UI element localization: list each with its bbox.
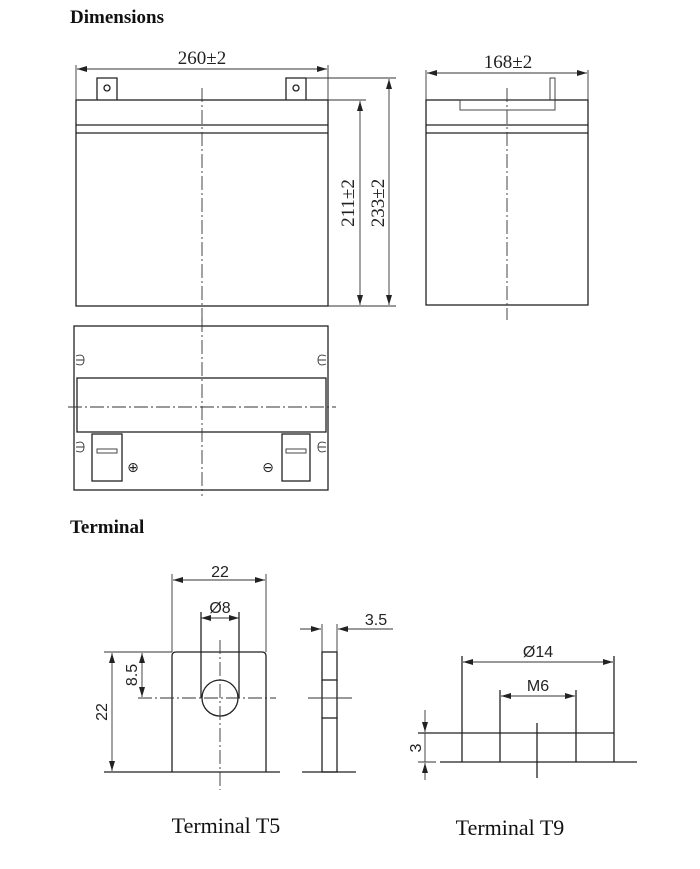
positive-terminal: [91, 433, 123, 482]
corner-mark: [317, 441, 327, 453]
t5-hole-diameter-dimension: Ø8: [209, 600, 230, 617]
t5-height-dimension: 22: [94, 703, 111, 721]
container-height-dimension: 211±2: [338, 179, 359, 227]
front-view: 260±2 211±2 233±2: [75, 48, 396, 322]
terminal-left: [96, 77, 118, 100]
negative-terminal: [281, 433, 311, 482]
corner-mark: [317, 354, 327, 366]
corner-mark: [75, 354, 85, 366]
terminal-t5-drawing: 22 Ø8 22 8.5 3.5: [94, 564, 393, 790]
terminal-t5-caption: Terminal T5: [172, 813, 281, 838]
terminal-t9-caption: Terminal T9: [456, 815, 565, 840]
total-height-dimension: 233±2: [368, 179, 389, 227]
t9-thread-dimension: M6: [527, 678, 549, 695]
side-view: 168±2: [425, 52, 589, 320]
t9-diameter-dimension: Ø14: [523, 644, 553, 661]
corner-mark: [75, 441, 85, 453]
top-view: ⊕ ⊖: [68, 318, 336, 496]
positive-symbol: ⊕: [127, 460, 139, 476]
negative-symbol: ⊖: [262, 460, 274, 476]
width-dimension: 168±2: [484, 52, 532, 73]
t5-width-dimension: 22: [211, 564, 229, 581]
terminal-t9-drawing: Ø14 M6 3: [408, 644, 637, 780]
length-dimension: 260±2: [178, 48, 226, 69]
t5-hole-offset-dimension: 8.5: [124, 664, 141, 686]
terminal-heading: Terminal: [70, 517, 144, 538]
t5-thickness-dimension: 3.5: [365, 612, 387, 629]
terminal-right: [285, 77, 307, 100]
t9-height-dimension: 3: [408, 743, 425, 752]
dimensions-heading: Dimensions: [70, 7, 164, 28]
